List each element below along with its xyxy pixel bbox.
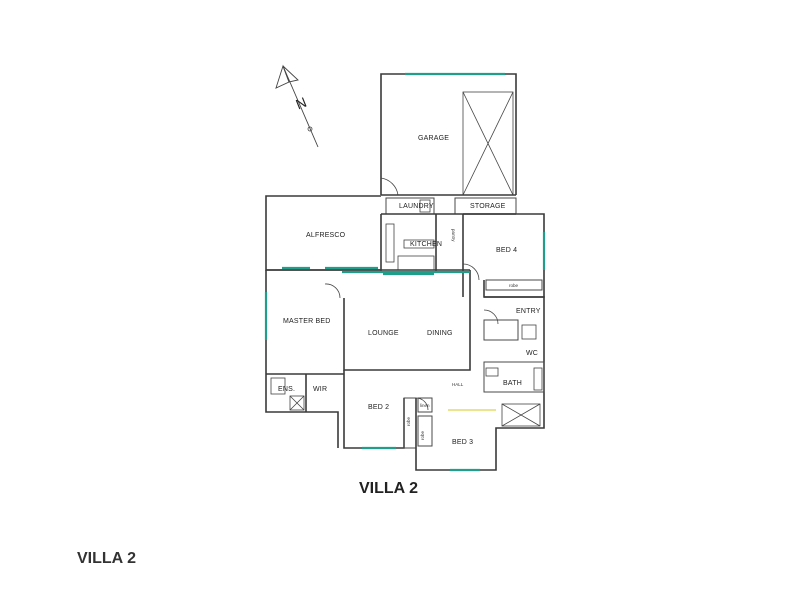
bed4: robe: [462, 213, 546, 298]
entry-wc-bath: [483, 296, 545, 412]
room-bed3: BED 3: [452, 439, 473, 446]
room-bath: BATH: [503, 380, 522, 387]
bed3-hall: linen robe: [415, 397, 545, 472]
room-storage: STORAGE: [470, 203, 506, 210]
room-alfresco: ALFRESCO: [306, 232, 346, 239]
room-wir: WIR: [313, 386, 327, 393]
kitchen: pantry: [380, 214, 456, 276]
bed3-robe-label: robe: [420, 430, 425, 440]
bed4-robe-label: robe: [509, 283, 519, 288]
room-bed2: BED 2: [368, 404, 389, 411]
room-lounge: LOUNGE: [368, 330, 399, 337]
room-master-bed: MASTER BED: [283, 318, 331, 325]
pantry-label: pantry: [451, 229, 456, 242]
master-suite: [266, 373, 344, 412]
bed2-robe-label: robe: [406, 416, 411, 426]
room-bed4: BED 4: [496, 247, 517, 254]
plan-title: VILLA 2: [359, 480, 418, 497]
room-dining: DINING: [427, 330, 453, 337]
room-entry: ENTRY: [516, 308, 541, 315]
linen-label: linen: [420, 403, 430, 408]
page-title: VILLA 2: [77, 550, 136, 567]
room-ens: ENS.: [278, 386, 295, 393]
living-zone: [264, 269, 471, 448]
garage: [380, 72, 517, 196]
room-garage: GARAGE: [418, 135, 449, 142]
room-laundry: LAUNDRY: [399, 203, 434, 210]
room-wc: WC: [526, 350, 538, 357]
room-hall: HALL: [452, 382, 464, 387]
north-letter: N: [293, 94, 309, 113]
north-arrow-icon: N: [275, 64, 319, 148]
room-kitchen: KITCHEN: [410, 241, 442, 248]
